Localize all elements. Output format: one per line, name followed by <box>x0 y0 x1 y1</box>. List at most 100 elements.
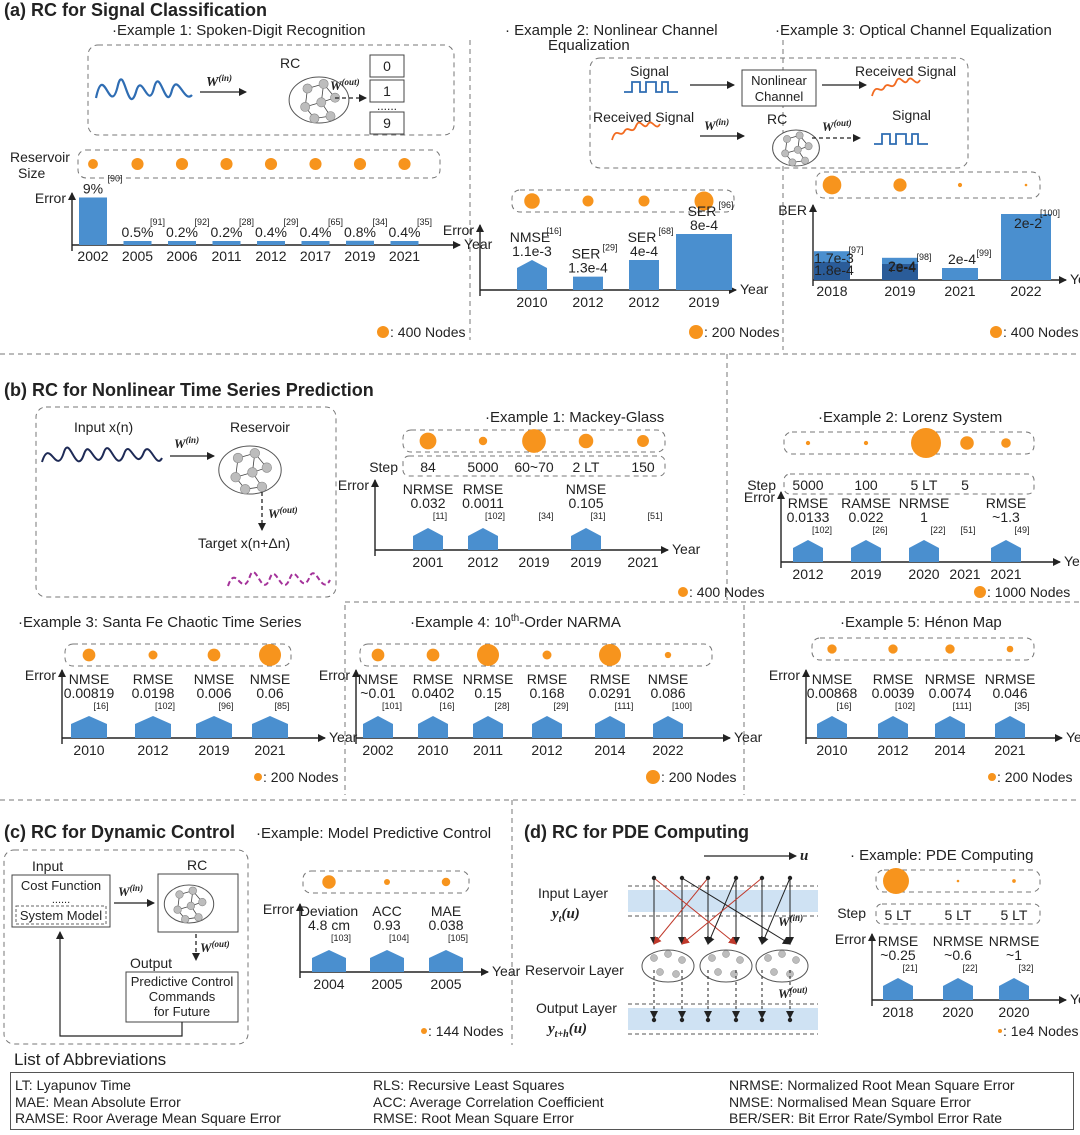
reservoir-node <box>198 897 207 907</box>
reference-label: [102] <box>485 511 505 521</box>
legend-label: : 200 Nodes <box>704 324 780 340</box>
a-ex3-nonlinear-channel-line1: Nonlinear <box>751 73 807 88</box>
reservoir-size-strip <box>302 870 470 894</box>
a-ex3-received-label-left: Received Signal <box>593 109 694 125</box>
metric-label: NRMSE <box>989 933 1040 949</box>
metric-label: Deviation <box>300 903 358 919</box>
reference-label: [105] <box>448 933 468 943</box>
x-tick-label: 2010 <box>816 742 847 758</box>
a-ex1-digit-9: 9 <box>383 115 391 131</box>
reservoir-node <box>801 156 809 165</box>
reference-label: [91] <box>150 217 165 227</box>
chart-bar <box>942 268 978 280</box>
reference-label: [97] <box>848 245 863 255</box>
reference-label: [35] <box>417 217 432 227</box>
reservoir-size-dot <box>827 644 837 654</box>
a-ex3-nonlinear-channel-line2: Channel <box>755 89 804 104</box>
data-label: 2e-4 <box>948 251 976 267</box>
data-label: 1.1e-3 <box>512 243 552 259</box>
data-label: 1.7e-3 <box>814 250 854 266</box>
reservoir-size-strip <box>359 643 713 667</box>
x-tick-label: 2002 <box>362 742 393 758</box>
d-u-label: u <box>800 848 808 864</box>
data-label: 0.4% <box>300 224 332 240</box>
chart-bar <box>676 234 732 290</box>
chart-bar <box>413 528 443 550</box>
reference-label: [26] <box>872 525 887 535</box>
d-reservoir-layer-label: Reservoir Layer <box>525 962 624 978</box>
reference-label: [101] <box>382 701 402 711</box>
x-tick-label: 2012 <box>572 294 603 310</box>
reference-label: [96] <box>718 200 733 210</box>
x-tick-label: 2019 <box>850 566 881 582</box>
metric-label: RAMSE <box>841 495 891 511</box>
x-tick-label: 2011 <box>473 742 503 758</box>
x-tick-label: 2012 <box>255 248 286 264</box>
a-ex1-digit-0: 0 <box>383 58 391 74</box>
x-tick-label: 2005 <box>122 248 153 264</box>
data-label: 0.032 <box>410 495 445 511</box>
input-cross-connection <box>681 877 763 945</box>
data-label: ~0.6 <box>944 947 972 963</box>
x-tick-label: 2012 <box>877 742 908 758</box>
reservoir-size-dot <box>542 650 552 660</box>
a-ex2-title-line2: Equalization <box>548 37 630 54</box>
chart-bar <box>991 540 1021 562</box>
metric-label: NMSE <box>510 229 550 245</box>
chart-bar <box>468 528 498 550</box>
x-axis-label: Year <box>740 281 769 297</box>
y-axis-label: Error <box>835 931 866 947</box>
reservoir-node <box>788 158 797 167</box>
data-label: ~1 <box>1006 947 1022 963</box>
legend-node-dot <box>421 1028 427 1034</box>
data-label: ~0.01 <box>360 685 396 701</box>
a-ex1-digit-dots: ...... <box>377 99 397 113</box>
c-system-model: System Model <box>20 908 102 923</box>
reservoir-size-dot <box>911 428 941 458</box>
metric-label: NMSE <box>812 671 852 687</box>
x-tick-label: 2019 <box>688 294 719 310</box>
a-ex3-rc-label: RC <box>767 111 787 127</box>
reservoir-size-strip <box>815 171 1041 199</box>
reference-label: [68] <box>658 226 673 236</box>
legend-label: : 200 Nodes <box>661 769 737 785</box>
legend-node-dot <box>377 326 389 338</box>
reservoir-node <box>325 111 336 121</box>
reference-label: [104] <box>389 933 409 943</box>
x-tick-label: 2021 <box>994 742 1025 758</box>
metric-label: RMSE <box>788 495 828 511</box>
reservoir-size-dot <box>384 879 390 885</box>
d-example-chart: 5 LT5 LT5 LTErrorYearRMSE~0.25[21]2018NR… <box>835 868 1080 1039</box>
input-node <box>787 875 793 881</box>
reservoir-node <box>678 956 686 964</box>
x-tick-label: 2020 <box>998 1004 1029 1020</box>
reservoir-node <box>804 142 813 151</box>
reference-label: [49] <box>1014 525 1029 535</box>
legend-node-dot <box>254 773 262 781</box>
step-strip <box>783 473 1035 495</box>
c-output-box <box>125 971 239 1023</box>
chart-bar <box>532 716 562 738</box>
metric-label: NMSE <box>250 671 290 687</box>
reservoir-size-strip <box>64 643 292 667</box>
reference-label: [51] <box>647 511 662 521</box>
reservoir-node <box>181 915 190 924</box>
x-axis-label: Year <box>1070 991 1080 1007</box>
step-value: 84 <box>420 459 436 475</box>
data-label: 0.038 <box>428 917 463 933</box>
section-dividers <box>0 40 1080 1045</box>
metric-label: NMSE <box>358 671 398 687</box>
data-label: 4.8 cm <box>308 917 350 933</box>
input-node <box>651 875 657 881</box>
x-axis-label: Year <box>1066 729 1080 745</box>
c-rc-label: RC <box>187 857 207 873</box>
abbreviations-title: List of Abbreviations <box>14 1050 167 1069</box>
a-ex3-diagram-frame <box>589 57 969 169</box>
d-pde-network <box>628 852 818 1035</box>
input-cross-connection <box>761 877 791 945</box>
legend-label: : 400 Nodes <box>689 584 765 600</box>
d-output-layer-math: yt+h(u) <box>546 1021 587 1040</box>
reservoir-size-strip <box>77 149 441 179</box>
a-ex3-win-label: W(in) <box>704 117 729 133</box>
output-node <box>705 1017 711 1023</box>
